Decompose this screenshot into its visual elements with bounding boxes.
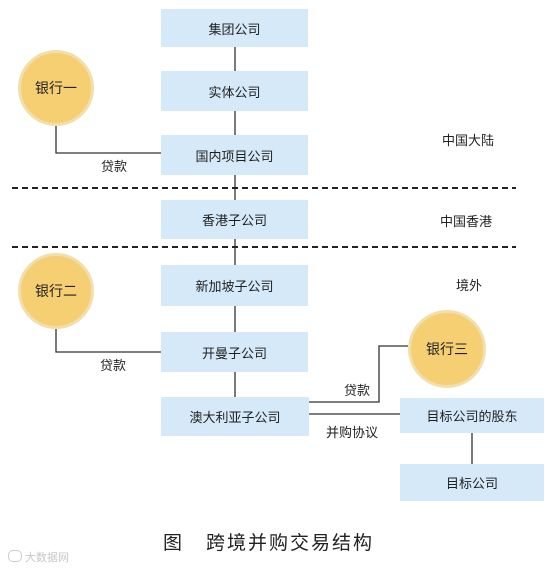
bank-three-circle: 银行三 <box>408 310 486 388</box>
figure-caption: 图跨境并购交易结构 <box>163 528 374 555</box>
region-hongkong-label: 中国香港 <box>440 215 493 230</box>
loan-label-bank2: 贷款 <box>100 359 127 374</box>
region-overseas-label: 境外 <box>456 279 483 294</box>
figure-caption-prefix: 图 <box>163 532 185 554</box>
merger-agreement-label: 并购协议 <box>326 426 379 441</box>
domestic-project-company-box: 国内项目公司 <box>161 135 308 175</box>
region-mainland-label: 中国大陆 <box>442 134 495 149</box>
watermark-icon <box>8 550 22 562</box>
loan-label-bank3: 贷款 <box>344 384 371 399</box>
figure-caption-title: 跨境并购交易结构 <box>206 532 375 554</box>
kaiman-subsidiary-box: 开曼子公司 <box>161 332 308 372</box>
link-bank3-au <box>309 345 408 403</box>
bank-two-circle: 银行二 <box>18 253 94 329</box>
hk-subsidiary-box: 香港子公司 <box>161 200 308 239</box>
loan-label-bank1: 贷款 <box>101 160 128 175</box>
bank-one-circle: 银行一 <box>18 50 94 126</box>
link-bank1-domestic <box>55 122 161 154</box>
target-company-box: 目标公司 <box>400 464 544 501</box>
watermark-label: 大数据网 <box>25 551 69 564</box>
sg-subsidiary-box: 新加坡子公司 <box>161 265 308 306</box>
link-bank2-kaiman <box>55 322 161 353</box>
watermark-text: 大数据网 <box>8 549 69 565</box>
target-shareholder-box: 目标公司的股东 <box>400 398 544 433</box>
entity-company-box: 实体公司 <box>161 71 308 111</box>
group-company-box: 集团公司 <box>161 9 308 47</box>
au-subsidiary-box: 澳大利亚子公司 <box>161 397 309 436</box>
